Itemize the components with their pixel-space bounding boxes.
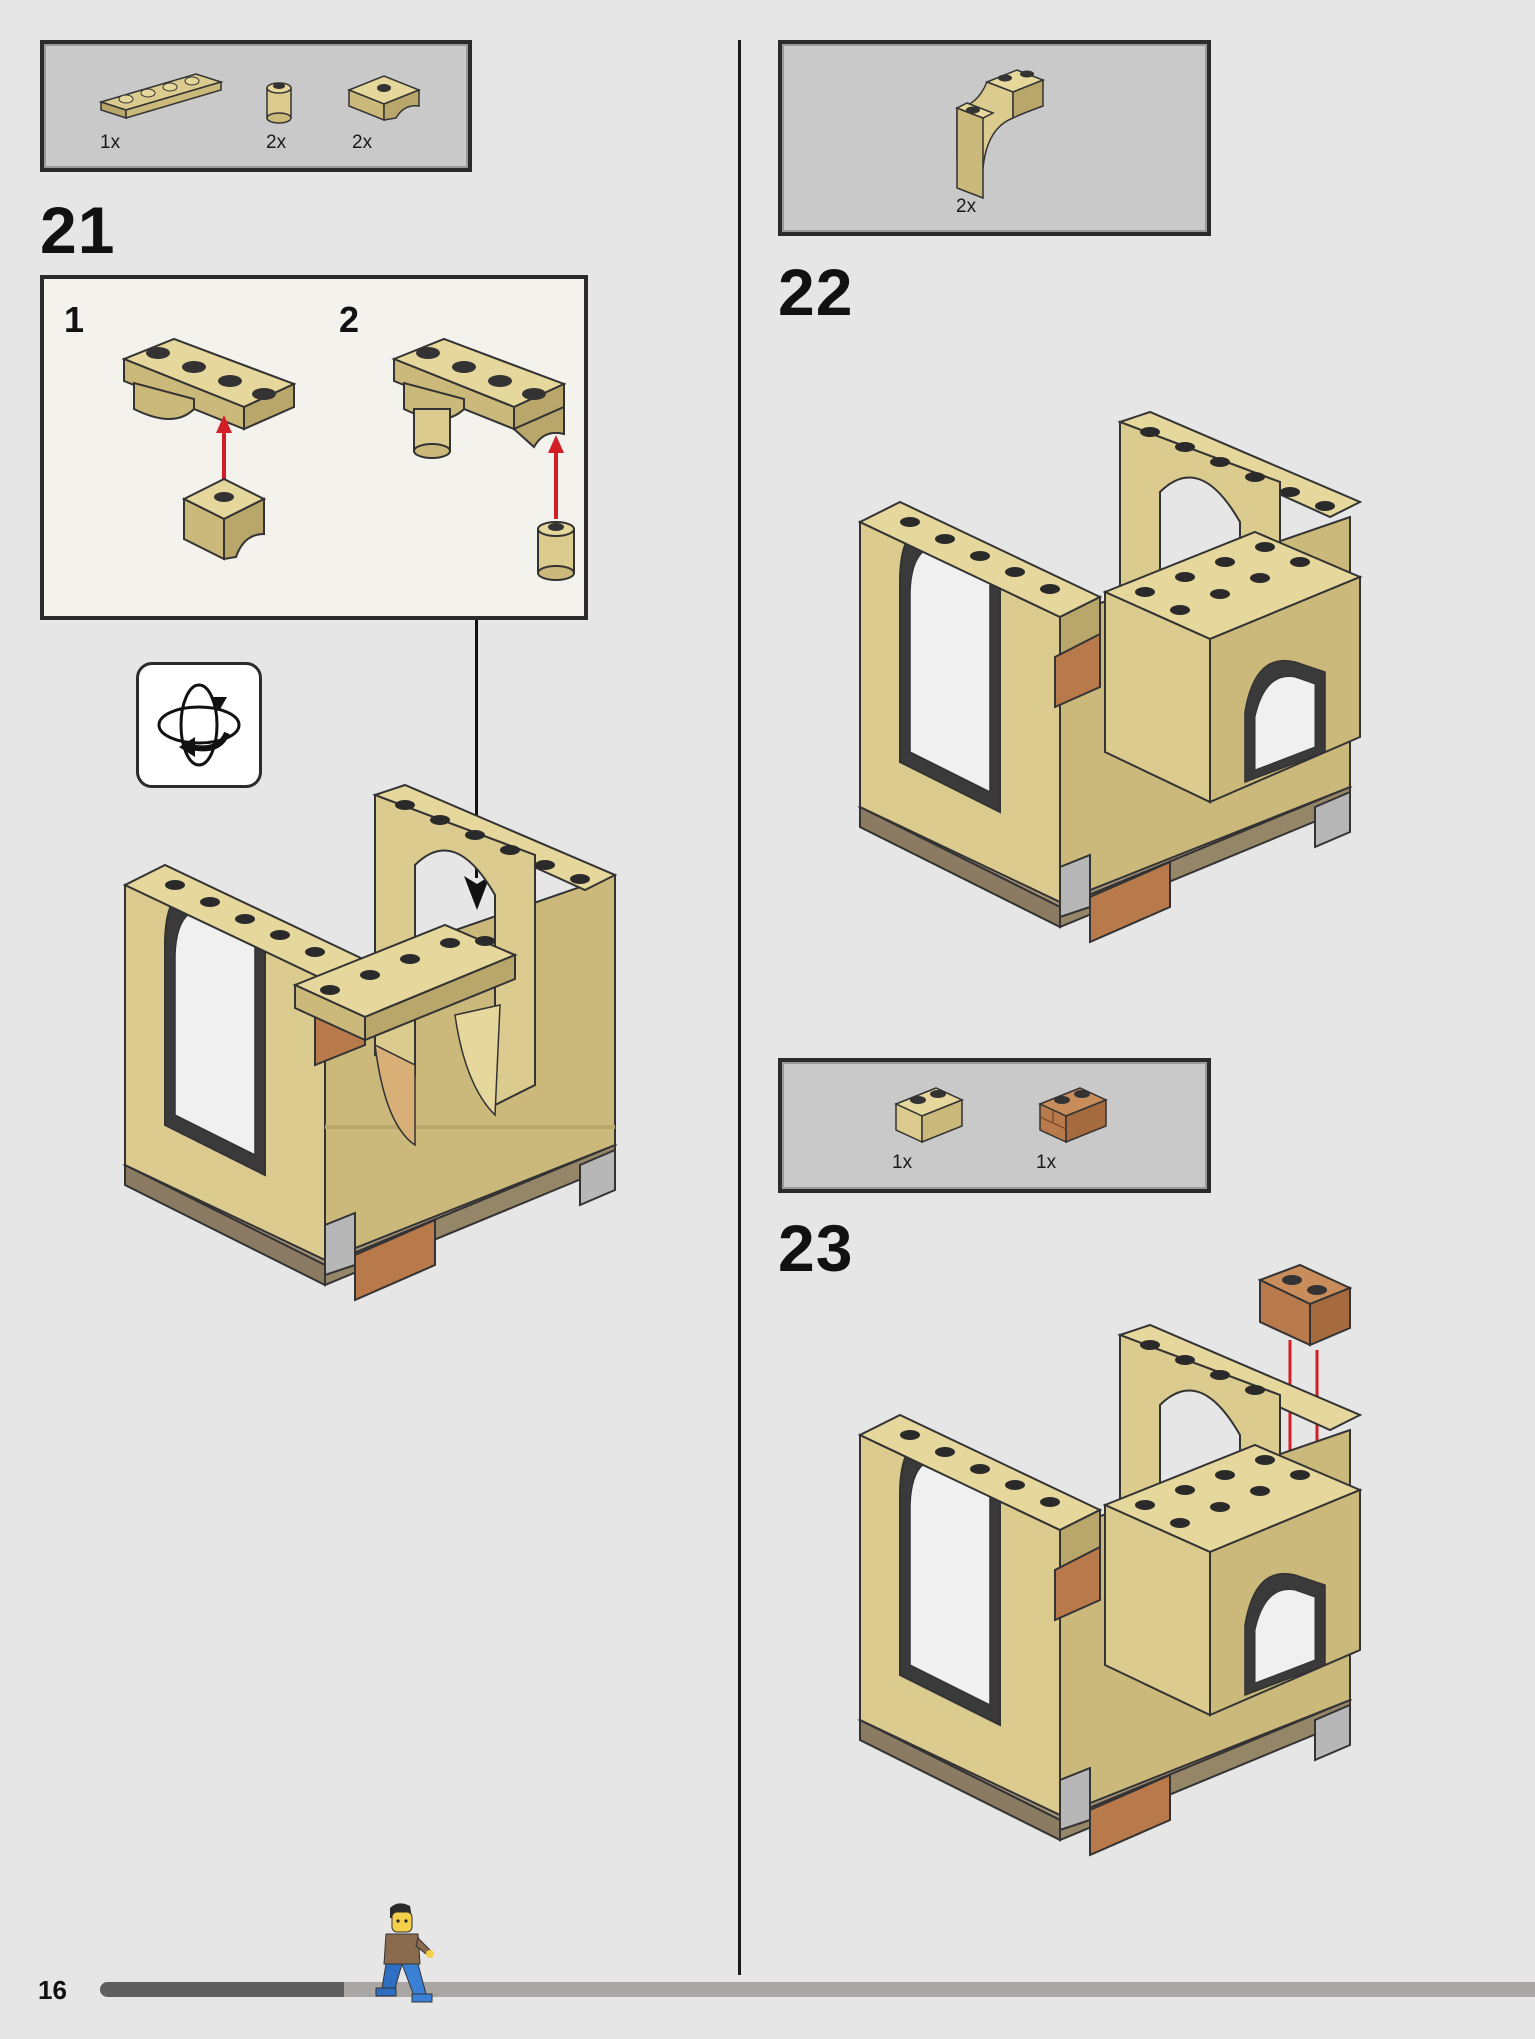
callout-arrow-head: [464, 876, 490, 910]
step-21-parts-box: 1x 2x 2x: [40, 40, 472, 172]
brown-masonry-brick-1x2-part: [1038, 1087, 1108, 1144]
step-22-parts-box: 2x: [778, 40, 1211, 236]
substep-2-illustration: [391, 337, 575, 581]
tan-arch-slope-part: [346, 75, 422, 122]
step-21-part-3-qty: 2x: [352, 132, 373, 153]
step-21-part-2-qty: 2x: [266, 132, 287, 153]
progress-track: [100, 1982, 1535, 1997]
step-23-number: 23: [778, 1211, 854, 1285]
step-22-number: 22: [778, 255, 854, 329]
step-21-part-1-qty: 1x: [100, 132, 121, 153]
step-23-part-1-qty: 1x: [892, 1152, 913, 1173]
step-23-model: [857, 1263, 1363, 1857]
step-21-number: 21: [40, 193, 116, 267]
step-21-model: [122, 783, 618, 1302]
callout-connector-line: [475, 620, 478, 878]
step-23-parts-box: 1x 1x: [778, 1058, 1211, 1193]
step-22-model: [857, 410, 1363, 944]
rotate-model-icon: [136, 662, 262, 788]
page-number: 16: [38, 1975, 67, 2005]
tan-brick-1x2-part: [894, 1087, 964, 1144]
tan-plate-1x4-part: [98, 73, 224, 120]
minifigure-walking-icon: [375, 1903, 434, 2003]
substep-2-number: 2: [339, 299, 360, 340]
step-23-part-2-qty: 1x: [1036, 1152, 1057, 1173]
progress-fill: [100, 1982, 344, 1997]
step-22-part-1-qty: 2x: [956, 196, 977, 217]
substep-1-illustration: [121, 337, 297, 561]
column-divider: [738, 40, 741, 1975]
tan-arch-tall-part: [955, 69, 1046, 200]
substep-1-number: 1: [64, 299, 85, 340]
tan-round-brick-part: [266, 82, 292, 124]
step-21-substep-box: 1 2: [40, 275, 588, 620]
